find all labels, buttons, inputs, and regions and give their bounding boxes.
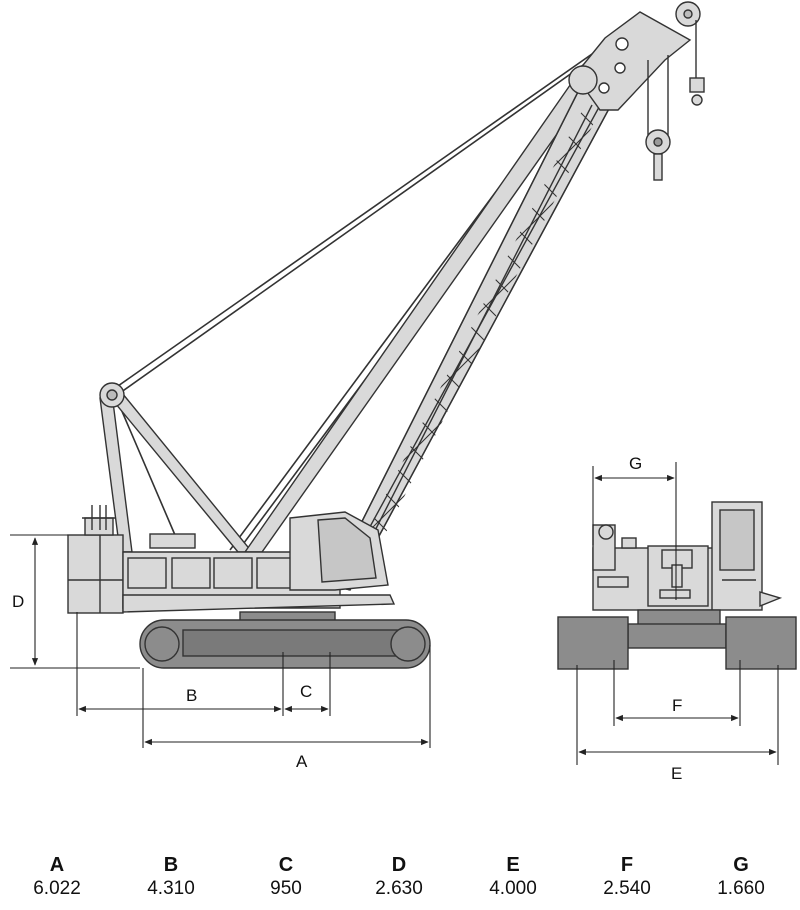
spec-value-b: 4.310 <box>147 878 195 899</box>
front-view-crane <box>557 501 797 670</box>
front-cab <box>711 501 783 611</box>
gantry-frame <box>99 382 254 553</box>
dim-label-d: D <box>12 592 24 611</box>
spec-key-e: E <box>506 854 519 876</box>
spec-value-g: 1.660 <box>717 878 765 899</box>
spec-key-g: G <box>733 854 749 876</box>
dim-label-f: F <box>672 696 682 715</box>
spec-key-c: C <box>279 854 293 876</box>
dim-label-a: A <box>296 752 308 771</box>
spec-value-c: 950 <box>270 878 302 899</box>
spec-value-e: 4.000 <box>489 878 537 899</box>
upper-body <box>122 533 396 613</box>
dim-label-g: G <box>629 454 642 473</box>
spec-table: A B C D E F G 6.022 4.310 950 2.630 4.00… <box>33 854 765 899</box>
hook-block <box>645 20 705 181</box>
spec-value-d: 2.630 <box>375 878 423 899</box>
side-view-dimensions <box>10 534 431 748</box>
dim-label-b: B <box>186 686 197 705</box>
front-body <box>592 524 714 611</box>
side-view-crane <box>67 1 705 669</box>
crawler-track <box>139 619 431 669</box>
boom-strut <box>243 76 589 553</box>
spec-value-a: 6.022 <box>33 878 81 899</box>
spec-key-a: A <box>50 854 64 876</box>
spec-key-b: B <box>164 854 178 876</box>
dim-label-c: C <box>300 682 312 701</box>
counterweight <box>67 505 124 614</box>
lattice-boom <box>328 1 701 591</box>
front-carbody <box>627 623 727 649</box>
operator-cab <box>289 511 389 591</box>
spec-key-f: F <box>621 854 633 876</box>
spec-key-d: D <box>392 854 406 876</box>
spec-value-f: 2.540 <box>603 878 651 899</box>
front-view-dimensions <box>576 462 779 765</box>
front-track-left <box>557 616 629 670</box>
front-track-right <box>725 616 797 670</box>
dim-label-e: E <box>671 764 682 783</box>
